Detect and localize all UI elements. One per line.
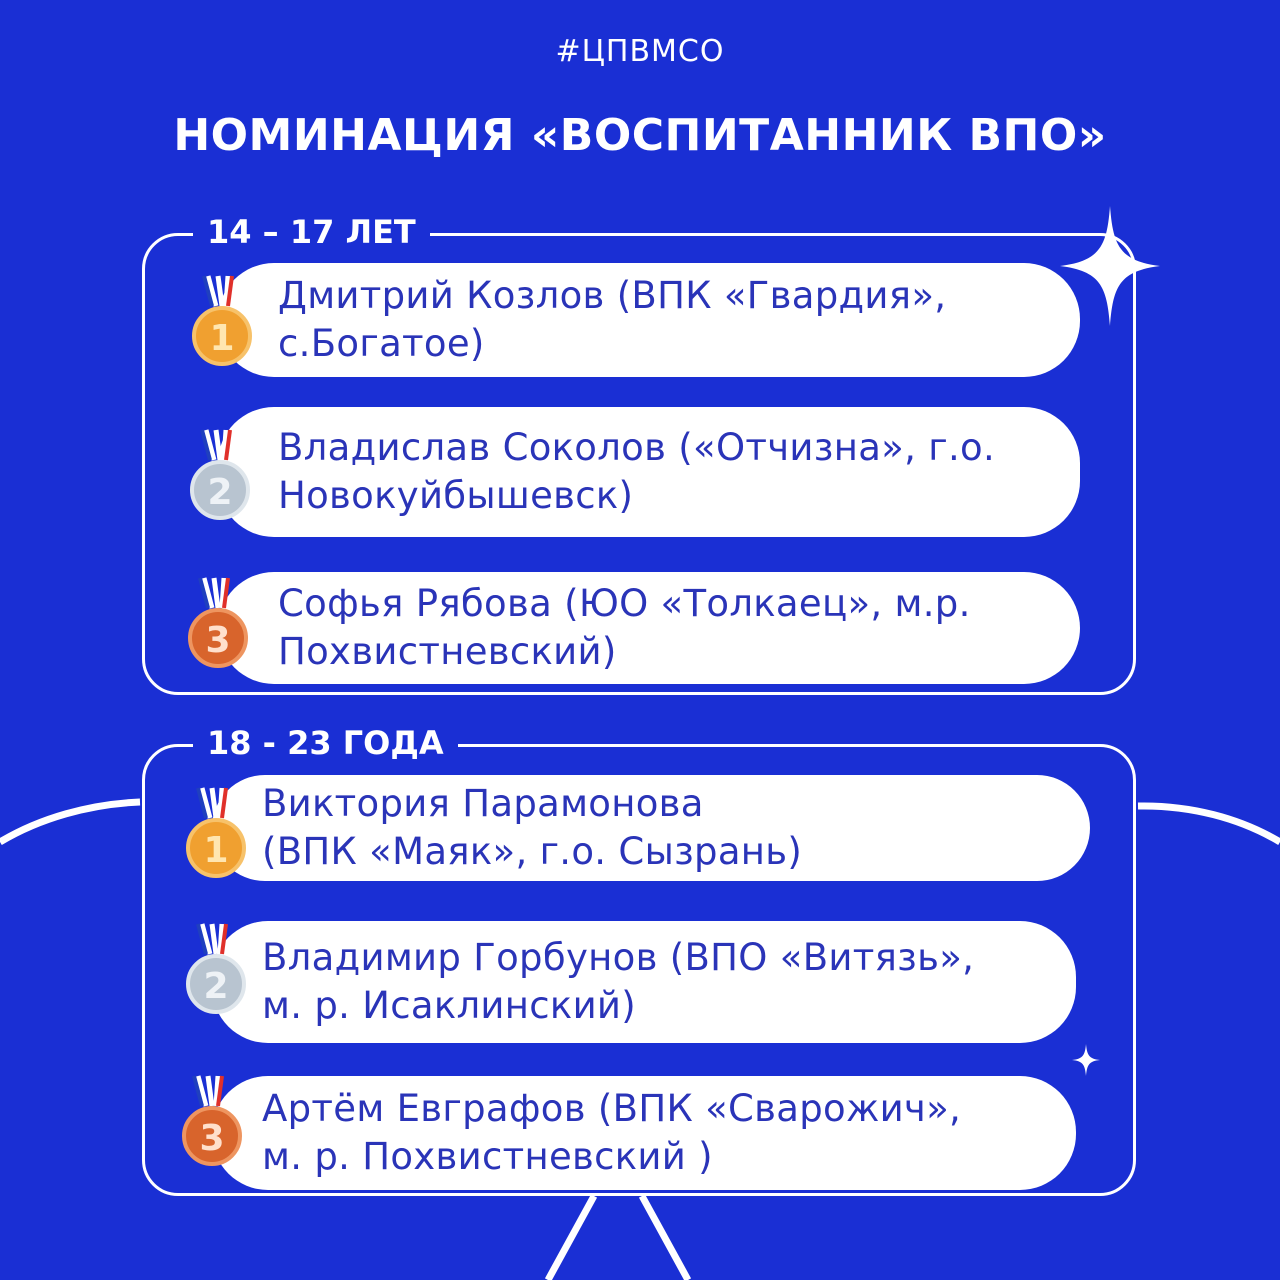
- age-group-14-17: 14 – 17 ЛЕТ: [142, 214, 1136, 695]
- medal-place: 3: [205, 620, 230, 661]
- list-item: Владимир Горбунов (ВПО «Витязь», м. р. И…: [212, 921, 1076, 1043]
- entry-name: Артём Евграфов (ВПК «Сварожич»,: [262, 1087, 962, 1130]
- gold-medal-icon: 1: [186, 787, 246, 878]
- entry-org: м. р. Похвистневский ): [262, 1135, 713, 1178]
- bronze-medal-icon: 3: [182, 1075, 242, 1166]
- list-item: Дмитрий Козлов (ВПК «Гвардия», с.Богатое…: [218, 263, 1080, 377]
- list-item: Владислав Соколов («Отчизна», г.о. Новок…: [218, 407, 1080, 537]
- entry-org: Похвистневский): [278, 630, 617, 673]
- medal-place: 1: [203, 830, 228, 871]
- bronze-medal-icon: 3: [188, 577, 248, 668]
- entry-name: Софья Рябова (ЮО «Толкаец», м.р.: [278, 582, 971, 625]
- entry-name: Виктория Парамонова: [262, 782, 704, 825]
- entry-text: Дмитрий Козлов (ВПК «Гвардия», с.Богатое…: [278, 272, 946, 368]
- silver-medal-icon: 2: [186, 923, 246, 1014]
- medal-place: 2: [203, 966, 228, 1007]
- entry-name: Владислав Соколов («Отчизна», г.о.: [278, 426, 996, 469]
- age-group-label: 14 – 17 ЛЕТ: [193, 214, 430, 250]
- list-item: Софья Рябова (ЮО «Толкаец», м.р. Похвист…: [218, 572, 1080, 684]
- hashtag: #ЦПВМСО: [555, 34, 725, 69]
- medal-place: 3: [199, 1118, 224, 1159]
- entry-text: Виктория Парамонова (ВПК «Маяк», г.о. Сы…: [262, 780, 802, 876]
- age-group-label: 18 - 23 ГОДА: [193, 725, 458, 761]
- sparkle-icon: [1072, 1044, 1100, 1076]
- page-title: НОМИНАЦИЯ «ВОСПИТАННИК ВПО»: [173, 110, 1107, 161]
- entry-org: м. р. Исаклинский): [262, 984, 636, 1027]
- sparkle-icon: [1060, 206, 1160, 326]
- medal-place: 2: [207, 472, 232, 513]
- entry-org: с.Богатое): [278, 322, 485, 365]
- age-group-18-23: 18 - 23 ГОДА: [142, 725, 1136, 1196]
- silver-medal-icon: 2: [190, 429, 250, 520]
- gold-medal-icon: 1: [192, 275, 252, 366]
- list-item: Артём Евграфов (ВПК «Сварожич», м. р. По…: [212, 1076, 1076, 1190]
- medal-place: 1: [209, 318, 234, 359]
- entry-name: Владимир Горбунов (ВПО «Витязь»,: [262, 936, 975, 979]
- entry-text: Артём Евграфов (ВПК «Сварожич», м. р. По…: [262, 1085, 961, 1181]
- entry-text: Софья Рябова (ЮО «Толкаец», м.р. Похвист…: [278, 580, 971, 676]
- entry-org: (ВПК «Маяк», г.о. Сызрань): [262, 830, 803, 873]
- entry-text: Владимир Горбунов (ВПО «Витязь», м. р. И…: [262, 934, 974, 1030]
- entry-org: Новокуйбышевск): [278, 474, 634, 517]
- entry-name: Дмитрий Козлов (ВПК «Гвардия»,: [278, 274, 947, 317]
- list-item: Виктория Парамонова (ВПК «Маяк», г.о. Сы…: [212, 775, 1090, 881]
- entry-text: Владислав Соколов («Отчизна», г.о. Новок…: [278, 424, 995, 520]
